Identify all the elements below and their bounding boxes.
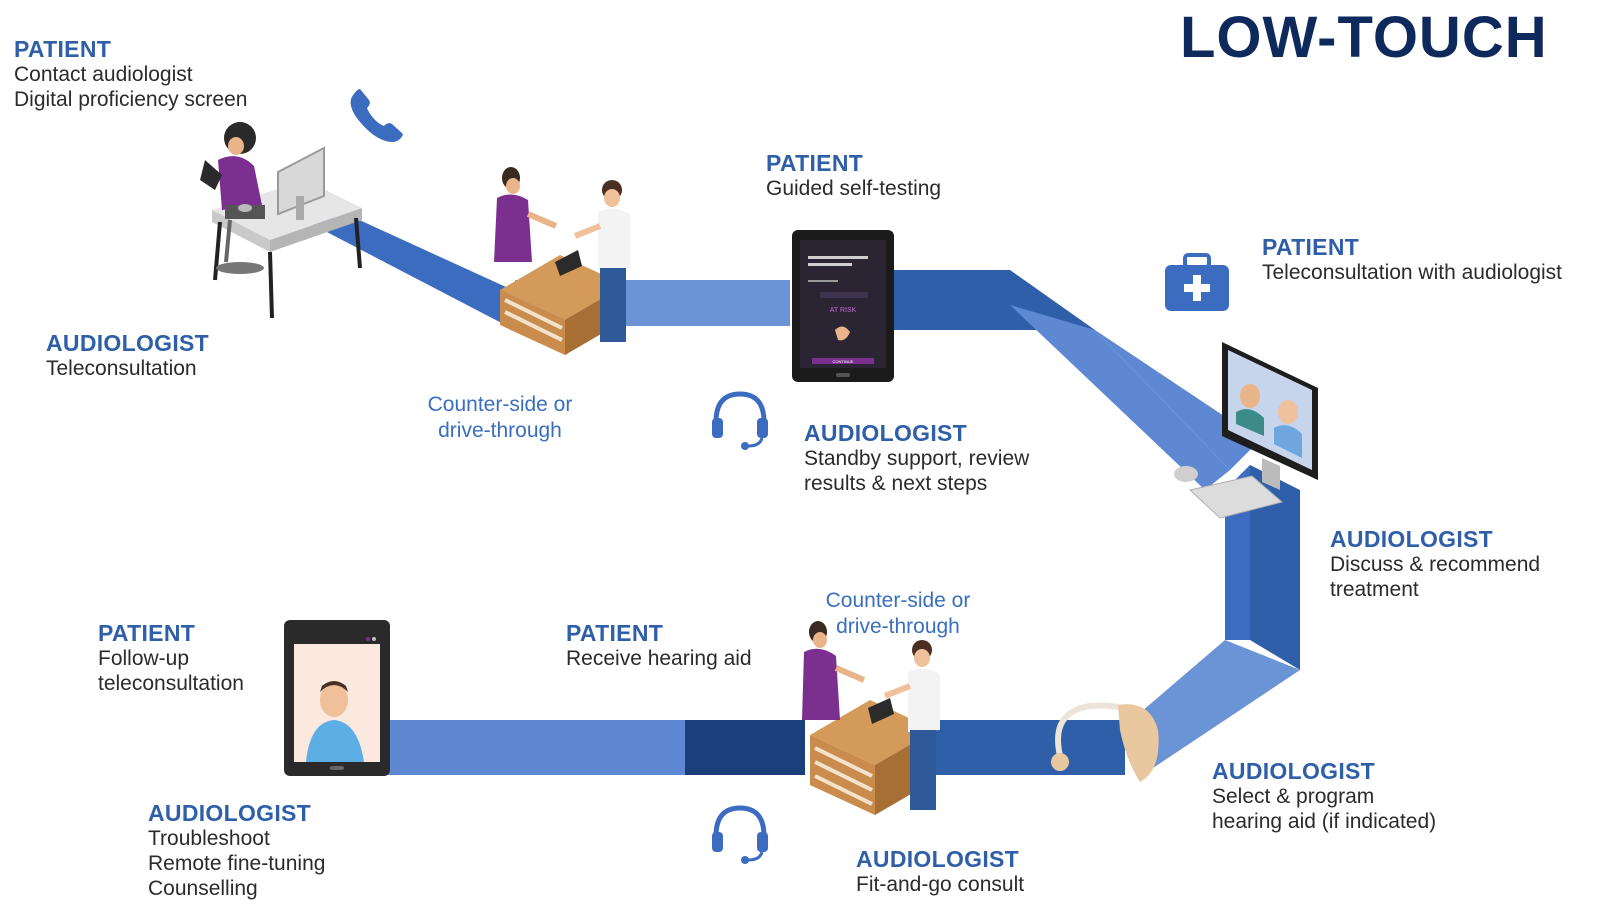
step-description: Follow-up	[98, 647, 190, 670]
step-description: results & next steps	[804, 472, 988, 495]
tablet-continue-button: CONTINUE	[833, 359, 854, 364]
step-select-program: AUDIOLOGIST Select & program hearing aid…	[1212, 758, 1436, 834]
step-description: hearing aid (if indicated)	[1212, 810, 1437, 833]
step-description: teleconsultation	[98, 672, 244, 695]
step-description: Receive hearing aid	[566, 647, 752, 670]
step-teleconsultation: AUDIOLOGIST Teleconsultation	[46, 330, 209, 381]
step-description: Teleconsultation with audiologist	[1262, 261, 1563, 284]
tablet-at-risk-badge: AT RISK	[830, 307, 857, 314]
role-label-audiologist: AUDIOLOGIST	[804, 420, 968, 446]
role-label-audiologist: AUDIOLOGIST	[1212, 758, 1376, 784]
step-guided-self-testing: PATIENT Guided self-testing	[766, 150, 941, 201]
step-description: Remote fine-tuning	[148, 852, 326, 875]
step-description: Select & program	[1212, 785, 1375, 808]
role-label-audiologist: AUDIOLOGIST	[148, 800, 312, 826]
path-segment-right-vertical	[1250, 465, 1300, 670]
counter-service-illustration	[802, 621, 940, 815]
journey-path	[300, 218, 1300, 775]
step-receive-hearing-aid: PATIENT Receive hearing aid	[566, 620, 752, 671]
step-description: Guided self-testing	[766, 177, 942, 200]
step-contact-audiologist: PATIENT Contact audiologist Digital prof…	[14, 36, 247, 112]
role-label-patient: PATIENT	[766, 150, 864, 176]
step-description: Digital proficiency screen	[14, 88, 248, 111]
medical-kit-icon	[1165, 253, 1229, 311]
role-label-audiologist: AUDIOLOGIST	[856, 846, 1020, 872]
desktop-monitor-icon	[1174, 342, 1318, 519]
role-label-patient: PATIENT	[98, 620, 196, 646]
step-description: Counselling	[148, 877, 258, 900]
location-counter-side-1: Counter-side or drive-through	[410, 392, 590, 444]
page-title: LOW-TOUCH	[1180, 5, 1548, 70]
step-description: treatment	[1330, 578, 1419, 601]
phone-icon	[350, 89, 403, 142]
step-description: Contact audiologist	[14, 63, 193, 86]
headset-icon	[712, 805, 768, 864]
role-label-audiologist: AUDIOLOGIST	[46, 330, 210, 356]
location-label: drive-through	[438, 419, 562, 442]
location-counter-side-2: Counter-side or drive-through	[808, 588, 988, 640]
step-description: Discuss & recommend	[1330, 553, 1541, 576]
path-segment-diagonal-down	[1010, 270, 1260, 470]
path-segment-bottom-left	[385, 720, 685, 775]
location-label: Counter-side or	[427, 393, 573, 416]
role-label-audiologist: AUDIOLOGIST	[1330, 526, 1494, 552]
path-segment-hearing-aid	[920, 720, 1125, 775]
step-description: Fit-and-go consult	[856, 873, 1025, 896]
counter-service-illustration	[494, 167, 630, 355]
location-label: drive-through	[836, 615, 960, 638]
location-label: Counter-side or	[825, 589, 971, 612]
step-follow-up-teleconsultation: PATIENT Follow-up teleconsultation	[98, 620, 244, 696]
role-label-patient: PATIENT	[14, 36, 112, 62]
desk-workstation-illustration	[200, 122, 362, 319]
hearing-aid-icon	[1051, 702, 1159, 782]
step-fit-and-go: AUDIOLOGIST Fit-and-go consult	[856, 846, 1024, 897]
path-segment-lower-diagonal	[1120, 640, 1300, 770]
tablet-icon: AT RISK CONTINUE	[792, 230, 894, 382]
step-description: Standby support, review	[804, 447, 1030, 470]
step-description: Troubleshoot	[148, 827, 270, 850]
step-discuss-recommend: AUDIOLOGIST Discuss & recommend treatmen…	[1330, 526, 1540, 602]
step-teleconsultation-with-audiologist: PATIENT Teleconsultation with audiologis…	[1262, 234, 1562, 285]
step-description: Teleconsultation	[46, 357, 197, 380]
step-troubleshoot: AUDIOLOGIST Troubleshoot Remote fine-tun…	[148, 800, 325, 901]
headset-icon	[712, 391, 768, 450]
step-standby-support: AUDIOLOGIST Standby support, review resu…	[804, 420, 1029, 496]
role-label-patient: PATIENT	[566, 620, 664, 646]
tablet-icon	[284, 620, 390, 776]
role-label-patient: PATIENT	[1262, 234, 1360, 260]
path-segment-counter-dark	[685, 720, 805, 775]
